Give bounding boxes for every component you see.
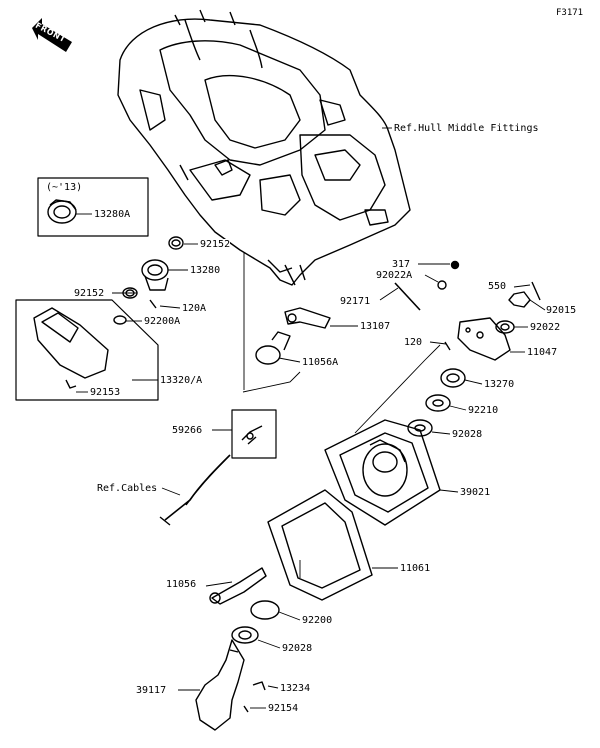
39021-housing-illustration [324, 419, 441, 526]
part-callout-92152: 92152 [200, 239, 231, 250]
part-callout-92154: 92154 [268, 703, 299, 714]
note-ref-hull-middle-fittings: Ref.Hull Middle Fittings [394, 123, 539, 134]
part-callout-13280: 13280 [190, 265, 221, 276]
part-callout-11056: 11056 [166, 579, 197, 590]
13270-illustration [440, 368, 466, 388]
11061-gasket-illustration [267, 489, 373, 601]
part-callout-13270: 13270 [484, 379, 515, 390]
13107-illustration [284, 307, 331, 329]
part-callout-39021: 39021 [460, 487, 491, 498]
hull-middle-fitting-illustration [117, 9, 411, 286]
part-callout-550: 550 [488, 281, 507, 292]
part-callout-13280A: 13280A [94, 209, 131, 220]
part-callout-92153: 92153 [90, 387, 121, 398]
part-callout-11061: 11061 [400, 563, 431, 574]
note-ref-cables: Ref.Cables [97, 483, 158, 494]
part-callout-120: 120 [404, 337, 423, 348]
13280A-illustration [47, 199, 77, 224]
part-callout-92210: 92210 [468, 405, 499, 416]
part-callout-13107: 13107 [360, 321, 391, 332]
part-callout-92015: 92015 [546, 305, 577, 316]
part-callout-92028-b: 92028 [282, 643, 313, 654]
11056A-illustration [255, 331, 291, 365]
part-callout-92022: 92022 [530, 322, 561, 333]
part-callout-59266: 59266 [172, 425, 203, 436]
part-callout-13320-A: 13320/A [160, 375, 203, 386]
part-callout-120A: 120A [182, 303, 207, 314]
part-callout-11056A: 11056A [302, 357, 339, 368]
11047-illustration [457, 317, 511, 361]
part-callout-92028: 92028 [452, 429, 483, 440]
figure-code: F3171 [556, 8, 584, 18]
part-callout-13234: 13234 [280, 683, 311, 694]
part-callout-92171: 92171 [340, 296, 371, 307]
13320-cover-illustration [33, 307, 109, 389]
front-arrow-icon: FRONT [28, 14, 74, 58]
part-callout-11047: 11047 [527, 347, 558, 358]
13280-illustration [141, 259, 169, 291]
note-year-13: (~'13) [46, 182, 83, 193]
part-callout-92152-b: 92152 [74, 288, 105, 299]
part-callout-317: 317 [392, 259, 411, 270]
part-callout-39117: 39117 [136, 685, 167, 696]
39117-shaft-illustration [195, 639, 245, 731]
part-callout-92200: 92200 [302, 615, 333, 626]
part-callout-92022A: 92022A [376, 270, 413, 281]
part-callout-92200A: 92200A [144, 316, 181, 327]
